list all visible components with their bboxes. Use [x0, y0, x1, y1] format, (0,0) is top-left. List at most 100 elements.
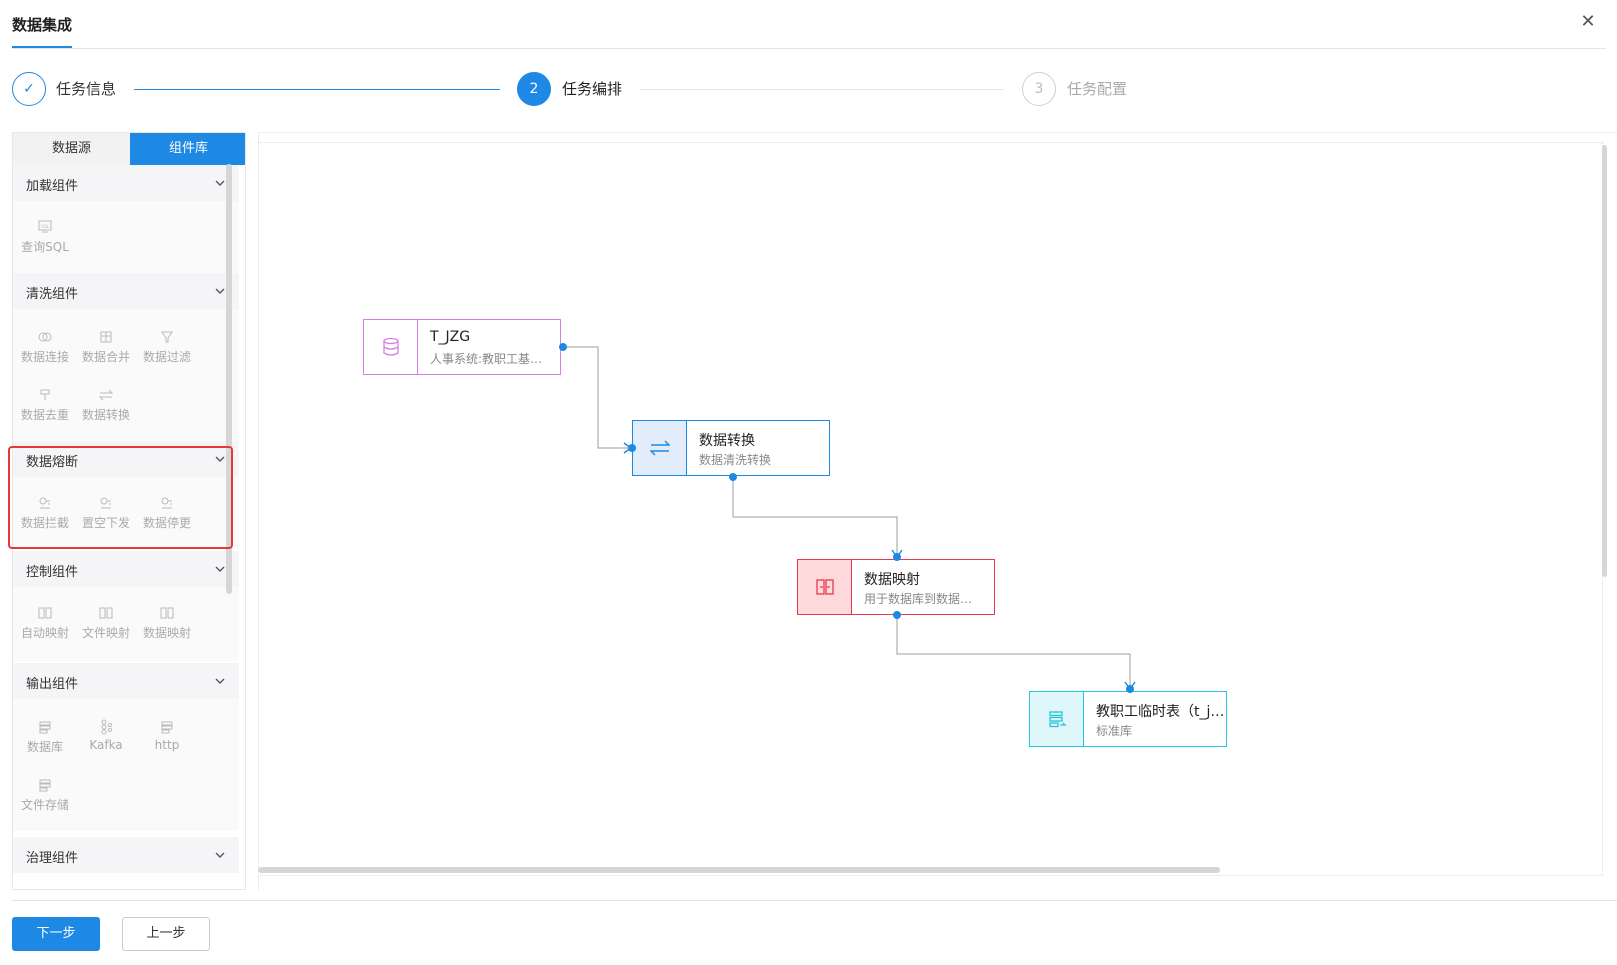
component-data-dedup[interactable]: 数据去重 [15, 387, 75, 423]
component-data-join[interactable]: 数据连接 [15, 329, 75, 365]
close-icon[interactable]: ✕ [1580, 11, 1596, 32]
component-panel: 数据源 组件库 加载组件 SQL 查询SQL 清洗组件 数据连接 数据合并 数据… [12, 132, 246, 890]
component-data-mapping[interactable]: 数据映射 [137, 605, 197, 641]
component-label: 数据拦截 [20, 516, 69, 530]
component-auto-mapping[interactable]: 自动映射 [15, 605, 75, 641]
node-title: T_JZG [430, 329, 471, 345]
fuse-icon [39, 497, 50, 509]
chevron-down-icon [215, 566, 225, 572]
component-label: 文件映射 [81, 626, 130, 640]
table-output-icon [1049, 711, 1067, 728]
component-database[interactable]: 数据库 [15, 719, 75, 755]
step-2-current: 2 [517, 72, 551, 106]
component-label: 置空下发 [81, 516, 130, 530]
node-subtitle: 数据清洗转换 [699, 453, 772, 467]
component-data-intercept[interactable]: 数据拦截 [15, 495, 75, 531]
svg-text:SQL: SQL [41, 224, 50, 229]
component-label: 数据停更 [142, 516, 191, 530]
chevron-down-icon [215, 288, 225, 294]
mapping-icon [816, 579, 834, 595]
section-clean-header[interactable]: 清洗组件 [13, 273, 239, 309]
panel-scrollbar[interactable] [226, 164, 232, 594]
component-label: 数据过滤 [142, 350, 191, 364]
component-file-mapping[interactable]: 文件映射 [76, 605, 136, 641]
dialog-title: 数据集成 [12, 16, 73, 34]
tab-datasource[interactable]: 数据源 [13, 133, 130, 165]
section-output-body: 数据库 Kafka http 文件存储 [13, 699, 239, 831]
section-load-header[interactable]: 加载组件 [13, 165, 239, 201]
component-label: 数据库 [26, 740, 63, 754]
mapping-icon [99, 607, 113, 619]
tab-components[interactable]: 组件库 [130, 133, 245, 165]
chevron-down-icon [215, 852, 225, 858]
step-3-label: 任务配置 [1067, 80, 1128, 98]
component-label: 查询SQL [21, 240, 69, 254]
section-control-body: 自动映射 文件映射 数据映射 [13, 587, 239, 661]
canvas-horizontal-scrollbar[interactable] [258, 867, 1220, 873]
section-fuse-header[interactable]: 数据熔断 [13, 441, 239, 477]
component-label: 数据映射 [142, 626, 191, 640]
port-out[interactable] [729, 473, 737, 481]
port-out[interactable] [559, 343, 567, 351]
component-null-dispatch[interactable]: 置空下发 [76, 495, 136, 531]
component-label: 数据合并 [81, 350, 130, 364]
port-in[interactable] [893, 553, 901, 561]
fuse-icon [161, 497, 172, 509]
step-1-label: 任务信息 [56, 80, 117, 98]
component-label: Kafka [89, 738, 123, 752]
section-fuse-body: 数据拦截 置空下发 数据停更 [13, 477, 239, 549]
section-output-header[interactable]: 输出组件 [13, 663, 239, 699]
chevron-down-icon [215, 456, 225, 462]
component-label: http [154, 738, 180, 752]
chevron-down-icon [215, 180, 225, 186]
header-divider [12, 48, 1606, 49]
node-target[interactable]: 教职工临时表（t_j… 标准库 [1029, 691, 1227, 747]
section-govern-title: 治理组件 [26, 851, 79, 866]
port-in[interactable] [628, 444, 636, 452]
section-govern-header[interactable]: 治理组件 [13, 837, 239, 873]
next-step-button[interactable]: 下一步 [12, 917, 100, 951]
flow-canvas[interactable] [258, 142, 1603, 876]
component-data-stop-update[interactable]: 数据停更 [137, 495, 197, 531]
step-1-line [134, 89, 500, 90]
port-out[interactable] [893, 611, 901, 619]
node-title: 数据转换 [699, 433, 755, 449]
canvas-vertical-scrollbar[interactable] [1602, 145, 1607, 577]
component-file-storage[interactable]: 文件存储 [15, 777, 75, 813]
section-load-title: 加载组件 [26, 179, 79, 194]
title-underline [12, 46, 72, 48]
component-data-merge[interactable]: 数据合并 [76, 329, 136, 365]
dialog-header: 数据集成 ✕ [0, 0, 1617, 50]
component-kafka[interactable]: Kafka [76, 719, 136, 752]
component-data-transform[interactable]: 数据转换 [76, 387, 136, 423]
component-label: 数据连接 [20, 350, 69, 364]
section-control-header[interactable]: 控制组件 [13, 551, 239, 587]
fuse-icon [100, 497, 111, 509]
section-output-title: 输出组件 [26, 677, 79, 692]
node-transform[interactable]: 数据转换 数据清洗转换 [632, 420, 830, 476]
step-2-label: 任务编排 [562, 80, 623, 98]
component-query-sql[interactable]: SQL 查询SQL [15, 219, 75, 255]
component-http[interactable]: http [137, 719, 197, 752]
component-label: 数据去重 [20, 408, 69, 422]
mapping-icon [160, 607, 174, 619]
node-mapping[interactable]: 数据映射 用于数据库到数据… [797, 559, 995, 615]
swap-arrows-icon [650, 440, 670, 456]
component-data-filter[interactable]: 数据过滤 [137, 329, 197, 365]
section-clean-body: 数据连接 数据合并 数据过滤 数据去重 数据转换 [13, 309, 239, 441]
component-label: 文件存储 [20, 798, 69, 812]
node-title: 数据映射 [864, 572, 920, 588]
node-subtitle: 标准库 [1096, 724, 1133, 738]
node-source[interactable]: T_JZG 人事系统:教职工基… [363, 319, 561, 375]
prev-step-button[interactable]: 上一步 [122, 917, 210, 951]
port-in[interactable] [1126, 685, 1134, 693]
database-icon [383, 337, 399, 356]
merge-icon [100, 331, 112, 343]
mapping-icon [38, 607, 52, 619]
join-icon [38, 332, 52, 342]
chevron-down-icon [215, 678, 225, 684]
filter-icon [161, 331, 173, 343]
section-load-body: SQL 查询SQL [13, 201, 239, 273]
node-icon-box [1030, 692, 1084, 746]
step-1-done-icon: ✓ [12, 72, 46, 106]
